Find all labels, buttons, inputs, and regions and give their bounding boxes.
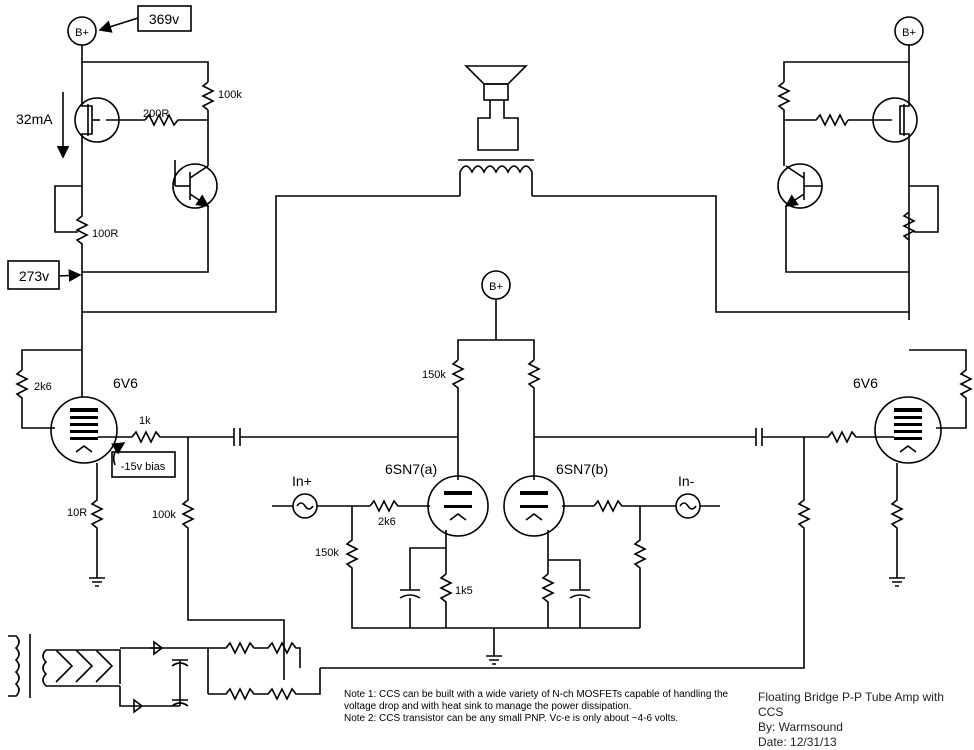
svg-text:100R: 100R	[92, 228, 118, 240]
note-1b: voltage drop and with heat sink to manag…	[344, 701, 632, 712]
svg-text:In-: In-	[678, 473, 695, 489]
svg-text:2k6: 2k6	[378, 516, 396, 528]
note-1a: Note 1: CCS can be built with a wide var…	[344, 689, 729, 700]
notes-block: Note 1: CCS can be built with a wide var…	[344, 689, 744, 725]
svg-text:6V6: 6V6	[853, 375, 878, 391]
pnp-transistor-left	[82, 163, 218, 273]
tube-6sn7-b	[503, 475, 565, 537]
bplus-node-left: B+	[67, 16, 97, 46]
bias-transformer	[8, 634, 121, 698]
svg-text:150k: 150k	[422, 369, 446, 381]
svg-text:100k: 100k	[218, 89, 242, 101]
input-plus-source: In+	[272, 473, 370, 519]
svg-text:6SN7(b): 6SN7(b)	[556, 461, 608, 477]
bplus-node-right: B+	[894, 16, 924, 46]
resistor-100k-top	[201, 81, 215, 111]
mosfet-right	[848, 62, 918, 320]
input-minus-source: In-	[562, 473, 720, 519]
bias-box: -15v bias	[111, 442, 176, 478]
voltage-box-369: 369v	[98, 5, 192, 33]
tube-6sn7-a	[427, 475, 489, 537]
date: Date: 12/31/13	[758, 735, 837, 749]
svg-text:273v: 273v	[19, 268, 49, 284]
svg-text:10R: 10R	[67, 507, 87, 519]
voltage-box-273: 273v	[7, 260, 82, 290]
schematic-title: Floating Bridge P-P Tube Amp with CCS	[758, 690, 944, 719]
svg-text:200R: 200R	[143, 108, 169, 120]
tube-6v6-right	[874, 396, 942, 464]
svg-text:1k: 1k	[139, 415, 151, 427]
svg-text:100k: 100k	[152, 509, 176, 521]
output-transformer	[458, 159, 534, 196]
speaker-icon	[464, 65, 528, 151]
svg-text:6SN7(a): 6SN7(a)	[385, 461, 437, 477]
resistor-200r	[144, 113, 208, 127]
bplus-node-center: B+	[481, 270, 511, 300]
mosfet-left	[74, 62, 145, 150]
svg-text:369v: 369v	[149, 11, 179, 27]
author: By: Warmsound	[758, 720, 843, 734]
svg-text:150k: 150k	[315, 547, 339, 559]
pnp-transistor-right	[777, 163, 909, 273]
title-block: Floating Bridge P-P Tube Amp with CCS By…	[758, 690, 972, 750]
svg-text:B+: B+	[489, 281, 503, 293]
svg-text:2k6: 2k6	[34, 381, 52, 393]
svg-text:B+: B+	[902, 27, 916, 39]
svg-text:-15v bias: -15v bias	[121, 461, 166, 473]
svg-text:1k5: 1k5	[455, 585, 473, 597]
note-2: Note 2: CCS transistor can be any small …	[344, 713, 679, 724]
svg-text:In+: In+	[292, 473, 312, 489]
svg-text:32mA: 32mA	[16, 111, 53, 127]
tube-6v6-left	[50, 350, 118, 464]
svg-text:B+: B+	[75, 27, 89, 39]
svg-text:6V6: 6V6	[113, 375, 138, 391]
